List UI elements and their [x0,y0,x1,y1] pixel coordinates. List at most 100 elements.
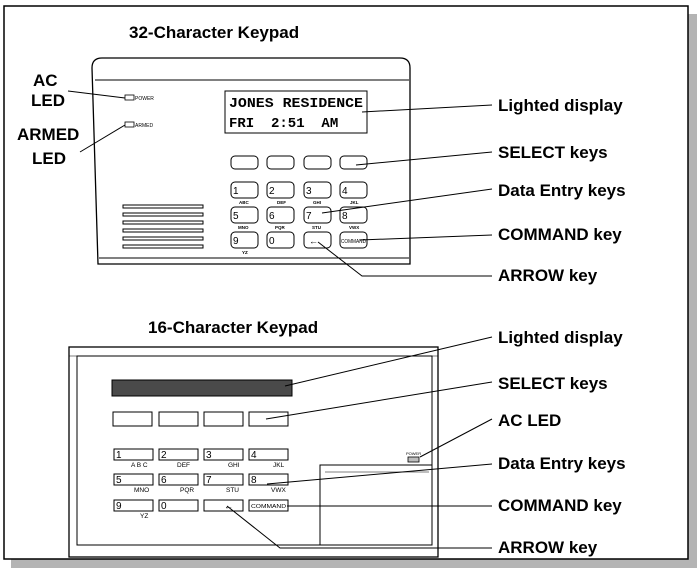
bottom-key-9-sub: YZ [140,513,148,520]
top-key-8[interactable]: 8 VWX [339,206,368,230]
top-keypad-title: 32-Character Keypad [129,23,299,42]
bottom-key-8-sub: VWX [271,487,286,494]
bottom-key-1[interactable]: 1 A B C [113,448,154,469]
bottom-key-3-num: 3 [206,450,212,461]
bottom-key-3[interactable]: 3 GHI [203,448,244,469]
top-armed-led-label: ARMED [135,123,153,129]
top-key-9-num: 9 [233,236,239,247]
bottom-key-0[interactable]: 0 [158,499,199,512]
top-select-key-2[interactable] [266,155,295,170]
bottom-key-6[interactable]: 6 PQR [158,473,199,494]
top-key-3[interactable]: 3 GHI [303,181,332,205]
top-key-3-num: 3 [306,186,312,197]
bottom-key-9[interactable]: 9 YZ [113,499,154,520]
bottom-callout-command-key: COMMAND key [498,496,622,515]
bottom-key-5[interactable]: 5 MNO [113,473,154,494]
top-key-7-sub: STU [312,225,321,230]
bottom-lcd-display [111,379,293,397]
bottom-key-7[interactable]: 7 STU [203,473,244,494]
top-callout-command-key: COMMAND key [498,225,622,244]
bottom-keypad-door [319,464,433,546]
top-armed-label-line1: ARMED [17,125,79,144]
top-lcd-display [224,90,368,134]
top-power-led-label: POWER [135,96,154,102]
top-key-0[interactable]: 0 [266,231,295,249]
top-key-1-sub: ABC [239,200,249,205]
top-key-2[interactable]: 2 DEF [266,181,295,205]
top-callout-select-keys: SELECT keys [498,143,608,162]
bottom-callout-leaders [226,336,493,549]
top-select-key-1[interactable] [230,155,259,170]
bottom-keypad-title: 16-Character Keypad [148,318,318,337]
top-lcd-line2: FRI 2:51 AM [229,116,338,132]
bottom-select-key-2[interactable] [158,411,199,427]
top-key-6[interactable]: 6 PQR [266,206,295,230]
top-power-led [124,94,135,101]
bottom-key-5-num: 5 [116,475,122,486]
top-key-1-num: 1 [233,186,239,197]
top-ac-label-line2: LED [31,91,65,110]
bottom-select-key-1[interactable] [112,411,153,427]
top-key-5-num: 5 [233,211,239,222]
bottom-key-1-num: 1 [116,450,122,461]
bottom-key-8[interactable]: 8 VWX [248,473,289,494]
top-ac-label-line1: AC [33,71,58,90]
top-key-4-num: 4 [342,186,348,197]
bottom-power-led-label: POWER [406,451,421,456]
bottom-key-4[interactable]: 4 JKL [248,448,289,469]
top-key-8-num: 8 [342,211,348,222]
bottom-key-2-num: 2 [161,450,167,461]
bottom-callout-select-keys: SELECT keys [498,374,608,393]
top-speaker-grille [122,204,204,249]
top-arrow-key[interactable]: ← [303,231,332,249]
bottom-key-6-num: 6 [161,475,167,486]
bottom-key-7-num: 7 [206,475,212,486]
top-select-key-3[interactable] [303,155,332,170]
top-key-6-num: 6 [269,211,275,222]
bottom-power-led [407,456,420,463]
bottom-key-8-num: 8 [251,475,257,486]
bottom-key-9-num: 9 [116,501,122,512]
top-key-1[interactable]: 1 ABC [230,181,259,205]
top-key-7[interactable]: 7 STU [303,206,332,230]
top-key-2-num: 2 [269,186,275,197]
top-callout-data-entry-keys: Data Entry keys [498,181,626,200]
bottom-command-key-label: COMMAND [251,504,287,510]
top-lcd-line1: JONES RESIDENCE [229,96,363,112]
top-key-7-num: 7 [306,211,312,222]
bottom-select-key-3[interactable] [203,411,244,427]
bottom-key-5-sub: MNO [134,487,149,494]
top-callout-leaders [317,104,493,277]
bottom-key-4-sub: JKL [273,462,285,469]
top-key-2-sub: DEF [277,200,286,205]
top-select-key-4[interactable] [339,155,368,170]
top-key-4[interactable]: 4 JKL [339,181,368,205]
top-armed-led [124,121,135,128]
top-command-key-label: COMMAND [341,239,366,245]
bottom-callout-arrow-key: ARROW key [498,538,598,557]
top-armed-leader [79,124,126,153]
bottom-arrow-key[interactable]: ← [203,499,244,512]
top-key-5[interactable]: 5 MNO [230,206,259,230]
top-key-0-num: 0 [269,236,275,247]
top-arrow-key-glyph: ← [309,236,318,246]
bottom-command-key[interactable]: COMMAND [248,499,289,512]
bottom-key-4-num: 4 [251,450,257,461]
bottom-key-7-sub: STU [226,487,239,494]
top-key-9[interactable]: 9 YZ [230,231,259,255]
top-key-8-sub: VWX [349,225,359,230]
top-callout-arrow-key: ARROW key [498,266,598,285]
top-key-4-sub: JKL [350,200,359,205]
bottom-arrow-key-glyph: ← [224,501,233,511]
top-key-3-sub: GHI [313,200,321,205]
bottom-callout-ac-led: AC LED [498,411,561,430]
bottom-key-1-sub: A B C [131,462,148,469]
top-key-5-sub: MNO [238,225,249,230]
top-armed-label-line2: LED [32,149,66,168]
bottom-key-6-sub: PQR [180,487,194,494]
bottom-key-2[interactable]: 2 DEF [158,448,199,469]
top-command-key[interactable]: COMMAND [339,231,368,249]
top-key-9-sub: YZ [242,250,248,255]
top-ac-leader [67,90,126,99]
